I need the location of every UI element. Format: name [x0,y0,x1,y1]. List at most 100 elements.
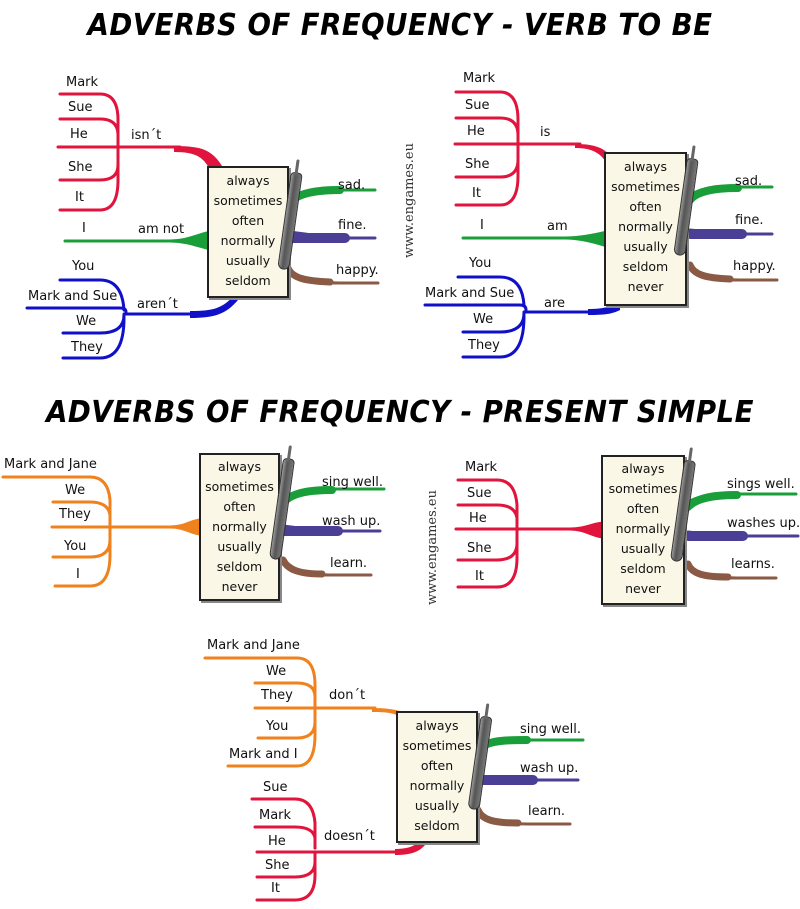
complement-label: learn. [528,804,566,819]
complement-label: sings well. [727,477,795,492]
verb-label: isn´t [131,128,162,143]
subject-label: You [64,539,87,554]
adverb: usually [225,253,271,268]
complement-label: happy. [336,263,379,278]
subject-label: They [261,688,293,703]
subject-label: They [468,338,500,353]
subject-label: You [266,719,289,734]
adverb: usually [620,541,666,556]
adverb: sometimes [402,738,472,753]
adverb: normally [618,219,673,234]
adverb: often [231,213,265,228]
subject-label: He [467,124,485,139]
complement-label: washes up. [727,516,800,531]
adverb: always [218,459,261,474]
adverb: never [627,279,664,294]
subject-label: Mark [465,460,498,475]
subject-label: It [472,186,481,201]
verb-label: are [544,296,566,311]
adverb: sometimes [205,479,274,494]
adverb: normally [220,233,276,248]
adverb: usually [217,539,262,554]
adverb: always [415,718,459,733]
adverb: often [626,501,660,516]
adverb: often [420,758,454,773]
subject-label: It [271,881,280,896]
complement-label: sing well. [322,475,383,490]
verb-label: is [540,125,551,140]
complement-label: learns. [731,557,775,572]
subject-label: Mark and Sue [28,289,118,304]
subject-label: Sue [467,486,492,501]
adverb: normally [615,521,671,536]
complement-label: sad. [338,178,366,193]
title-present-simple: ADVERBS OF FREQUENCY - PRESENT SIMPLE [46,395,754,430]
subject-label: He [469,511,487,526]
subject-label: He [70,127,88,142]
complement-label: fine. [735,213,764,228]
subject-label: We [65,483,86,498]
complement-label: sad. [735,174,763,189]
subject-label: I [76,567,80,582]
adverb: seldom [620,561,666,576]
subject-label: We [473,312,494,327]
subject-label: I [480,218,484,233]
adverb: sometimes [213,193,283,208]
adverb: always [621,461,665,476]
adverb: never [625,581,661,596]
arent-branch [25,278,197,360]
adverb: normally [409,778,465,793]
adverb: always [226,173,270,188]
adverb: usually [623,239,668,254]
subject-label: They [59,507,91,522]
complement-label: learn. [330,556,368,571]
adverb: seldom [225,273,271,288]
adverb: always [624,159,667,174]
subject-label: Mark and I [229,747,298,762]
subject-label: You [72,259,95,274]
subject-label: Mark and Sue [425,286,515,301]
adverb: usually [414,798,460,813]
subject-label: She [465,157,490,172]
complement-label: happy. [733,259,776,274]
complement-label: fine. [338,218,367,233]
complement-label: wash up. [322,514,381,529]
subject-label: Sue [465,98,490,113]
subject-label: He [268,834,286,849]
adverbs-card: always sometimes often normally usually … [207,166,289,298]
adverb: seldom [622,259,669,274]
subject-label: You [469,256,492,271]
subject-label: We [266,664,287,679]
subject-label: She [265,858,290,873]
isnt-branch [56,92,182,212]
subject-label: Mark [259,808,292,823]
adverb: sometimes [611,179,680,194]
adverb: often [223,499,256,514]
verb-label: aren´t [137,297,178,312]
adverb: sometimes [608,481,678,496]
subject-label: I [82,221,86,236]
subject-label: We [76,314,97,329]
subject-label: Mark [463,71,496,86]
adverb: never [221,579,258,594]
subject-label: She [467,541,492,556]
subject-label: She [68,160,93,175]
title-verb-to-be: ADVERBS OF FREQUENCY - VERB TO BE [87,8,713,43]
adverb: seldom [216,559,263,574]
complement-label: wash up. [520,761,579,776]
verb-label: am not [138,222,185,237]
adverbs-card: always sometimes often normally usually … [396,711,478,843]
verb-label: don´t [329,688,366,703]
adverb: normally [212,519,267,534]
subject-label: Mark and Jane [4,457,97,472]
subject-label: They [71,340,103,355]
subject-label: It [75,190,84,205]
complement-label: sing well. [520,722,581,737]
verb-label: am [547,219,568,234]
verb-label: doesn´t [324,829,375,844]
subject-label: Sue [263,780,288,795]
subject-label: Mark and Jane [207,638,300,653]
adverb: often [629,199,662,214]
adverb: seldom [414,818,460,833]
